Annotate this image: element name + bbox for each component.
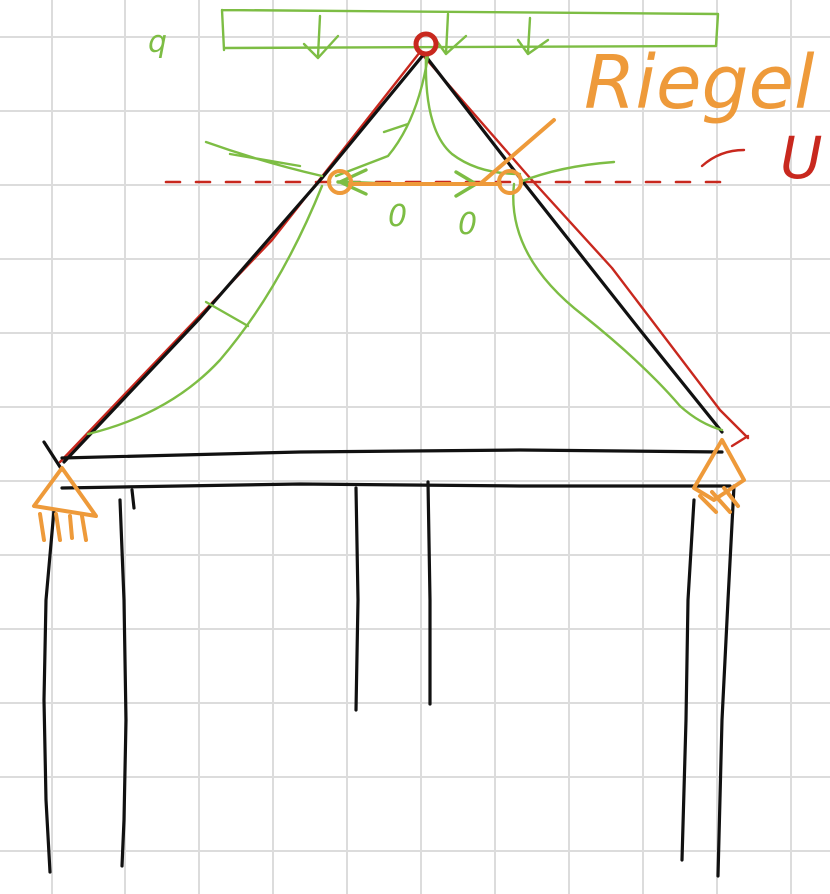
- tie-beam-bottom: [60, 482, 732, 490]
- force-label-right: 0: [458, 207, 477, 242]
- label-red-mark: U: [780, 124, 822, 192]
- load-arrow-2: [434, 12, 468, 56]
- column-right-inner: [680, 498, 696, 862]
- moment-left: [86, 184, 324, 436]
- apex-hinge: [413, 31, 439, 57]
- load-label-q: q: [148, 25, 167, 60]
- distributed-load: q: [148, 8, 720, 60]
- moment-left-tail: [204, 140, 324, 178]
- load-arrow-1: [302, 14, 340, 60]
- moment-right: [512, 182, 724, 432]
- triangular-frame: [42, 52, 732, 490]
- rafter-right: [422, 52, 724, 434]
- supports-and-hinges: [32, 31, 746, 542]
- moment-right-tail: [518, 160, 616, 184]
- hinge-marker: [478, 118, 556, 186]
- label-riegel: Riegel: [584, 40, 815, 126]
- column-right-outer: [716, 484, 736, 878]
- rafter-left: [62, 52, 426, 464]
- deformed-end-tick: [730, 434, 750, 448]
- column-left-inner: [118, 498, 128, 868]
- force-label-left: 0: [388, 199, 407, 234]
- support-left: [32, 466, 98, 542]
- load-arrow-3: [516, 16, 550, 56]
- column-left-outer: [42, 508, 56, 874]
- red-annotation: U: [700, 124, 822, 192]
- tie-beam-top: [60, 448, 724, 460]
- columns: [42, 480, 736, 878]
- column-mid-left: [354, 486, 360, 712]
- column-mid-right: [426, 480, 432, 706]
- support-right: [692, 438, 746, 514]
- moment-top-left: [334, 54, 430, 178]
